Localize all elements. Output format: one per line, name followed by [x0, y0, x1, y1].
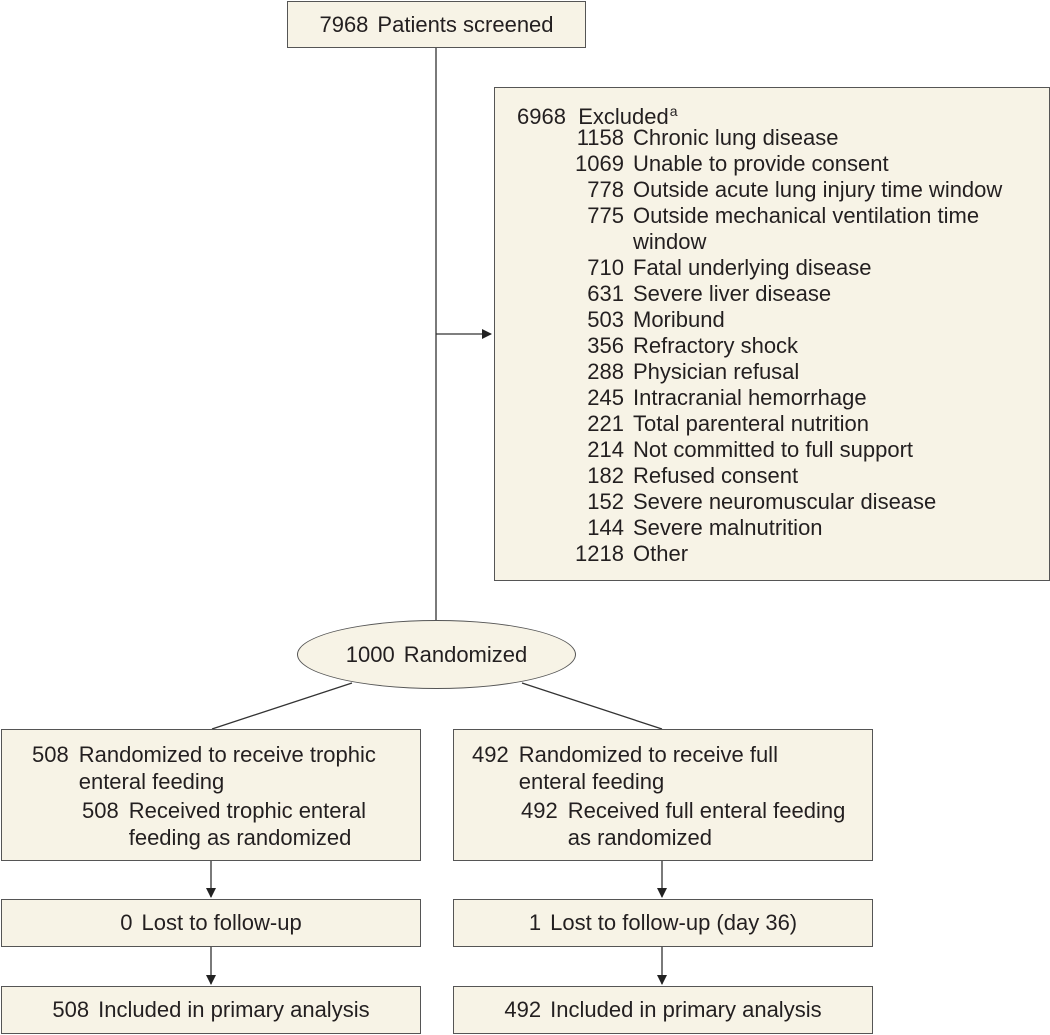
exclusion-reason-label: Refractory shock	[633, 333, 799, 358]
excluded-header: 6968 Excludeda	[517, 98, 678, 130]
randomized-ellipse: 1000 Randomized	[297, 620, 576, 689]
exclusion-reason-count: 778	[587, 177, 624, 202]
screened-label: Patients screened	[377, 12, 554, 37]
exclusion-reason-row: 288 Physician refusal	[545, 359, 1045, 385]
line-to-left-arm	[211, 682, 353, 730]
line-to-right-arm	[521, 682, 663, 730]
exclusion-reason-row: 775 Outside mechanical ventilation time w…	[545, 203, 1045, 255]
exclusion-reason-row: 778 Outside acute lung injury time window	[545, 177, 1045, 203]
full-received-label: Received full enteral feeding as randomi…	[567, 798, 846, 850]
exclusion-reason-count: 631	[587, 281, 624, 306]
full-arm-box: 492 Randomized to receive full enteral f…	[453, 729, 873, 861]
exclusion-reason-row: 182 Refused consent	[545, 463, 1045, 489]
exclusion-reason-row: 221 Total parenteral nutrition	[545, 411, 1045, 437]
exclusion-reason-row: 144 Severe malnutrition	[545, 515, 1045, 541]
exclusion-reasons-list: 1158 Chronic lung disease 1069 Unable to pr…	[545, 125, 1045, 567]
full-included-box: 492 Included in primary analysis	[453, 986, 873, 1034]
exclusion-reason-count: 356	[587, 333, 624, 358]
trophic-included-count: 508	[52, 997, 90, 1022]
full-lost-followup-box: 1 Lost to follow-up (day 36)	[453, 899, 873, 947]
exclusion-reason-row: 710 Fatal underlying disease	[545, 255, 1045, 281]
full-received-line: 492 Received full enteral feeding as ran…	[521, 797, 856, 851]
exclusion-reason-count: 288	[587, 359, 624, 384]
exclusion-reason-count: 182	[587, 463, 624, 488]
full-lost-count: 1	[528, 910, 542, 935]
exclusion-reason-label: Other	[633, 541, 689, 566]
trophic-included-label: Included in primary analysis	[98, 997, 370, 1022]
exclusion-reason-label: Not committed to full support	[633, 437, 914, 462]
exclusion-reason-count: 144	[587, 515, 624, 540]
exclusion-reason-count: 214	[587, 437, 624, 462]
screened-count: 7968	[319, 12, 369, 37]
exclusion-reason-count: 710	[587, 255, 624, 280]
trophic-received-label: Received trophic enteral feeding as rand…	[128, 798, 366, 850]
exclusion-reason-count: 503	[587, 307, 624, 332]
exclusion-reason-label: Severe liver disease	[633, 281, 832, 306]
exclusion-reason-row: 1069 Unable to provide consent	[545, 151, 1045, 177]
exclusion-reason-label: Unable to provide consent	[633, 151, 889, 176]
randomized-count: 1000	[345, 642, 395, 667]
exclusion-reason-row: 1218 Other	[545, 541, 1045, 567]
excluded-count: 6968	[517, 104, 566, 129]
trophic-randomized-count: 508	[32, 742, 69, 767]
full-lost-label: Lost to follow-up (day 36)	[550, 910, 798, 935]
full-included-count: 492	[504, 997, 542, 1022]
trophic-lost-followup-box: 0 Lost to follow-up	[1, 899, 421, 947]
trophic-lost-label: Lost to follow-up	[141, 910, 302, 935]
randomized-label: Randomized	[403, 642, 528, 667]
exclusion-reason-label: Intracranial hemorrhage	[633, 385, 867, 410]
exclusion-reason-label: Chronic lung disease	[633, 125, 839, 150]
exclusion-reason-label: Severe malnutrition	[633, 515, 823, 540]
full-randomized-count: 492	[472, 742, 509, 767]
exclusion-reason-count: 245	[587, 385, 624, 410]
exclusion-reason-row: 356 Refractory shock	[545, 333, 1045, 359]
trophic-arm-box: 508 Randomized to receive trophic entera…	[1, 729, 421, 861]
exclusion-reason-row: 503 Moribund	[545, 307, 1045, 333]
exclusion-reason-row: 214 Not committed to full support	[545, 437, 1045, 463]
exclusion-reason-count: 1069	[575, 151, 624, 176]
full-received-count: 492	[521, 798, 558, 823]
exclusion-reason-row: 152 Severe neuromuscular disease	[545, 489, 1045, 515]
full-randomized-line: 492 Randomized to receive full enteral f…	[472, 741, 822, 795]
exclusion-reason-label: Total parenteral nutrition	[633, 411, 870, 436]
exclusion-reason-count: 152	[587, 489, 624, 514]
exclusion-reason-label: Refused consent	[633, 463, 799, 488]
exclusion-reason-count: 775	[587, 203, 624, 228]
excluded-footnote-marker: a	[669, 103, 678, 119]
trophic-included-box: 508 Included in primary analysis	[1, 986, 421, 1034]
patients-screened-box: 7968 Patients screened	[287, 1, 586, 48]
exclusion-reason-label: Moribund	[633, 307, 725, 332]
trophic-lost-count: 0	[120, 910, 133, 935]
exclusion-reason-row: 245 Intracranial hemorrhage	[545, 385, 1045, 411]
exclusion-reason-label: Outside mechanical ventilation time wind…	[633, 203, 980, 254]
exclusion-reason-label: Physician refusal	[633, 359, 800, 384]
full-randomized-label: Randomized to receive full enteral feedi…	[518, 742, 778, 794]
exclusion-reason-count: 221	[587, 411, 624, 436]
exclusion-reason-label: Outside acute lung injury time window	[633, 177, 1003, 202]
trophic-received-line: 508 Received trophic enteral feeding as …	[82, 797, 402, 851]
trophic-received-count: 508	[82, 798, 119, 823]
exclusion-reason-label: Severe neuromuscular disease	[633, 489, 937, 514]
exclusion-reason-row: 631 Severe liver disease	[545, 281, 1045, 307]
trophic-randomized-label: Randomized to receive trophic enteral fe…	[78, 742, 376, 794]
exclusion-reason-count: 1218	[575, 541, 624, 566]
exclusion-reason-label: Fatal underlying disease	[633, 255, 872, 280]
exclusion-reason-count: 1158	[576, 125, 624, 150]
exclusion-reason-row: 1158 Chronic lung disease	[545, 125, 1045, 151]
trophic-randomized-line: 508 Randomized to receive trophic entera…	[32, 741, 402, 795]
excluded-label: Excluded	[578, 104, 669, 129]
full-included-label: Included in primary analysis	[550, 997, 822, 1022]
